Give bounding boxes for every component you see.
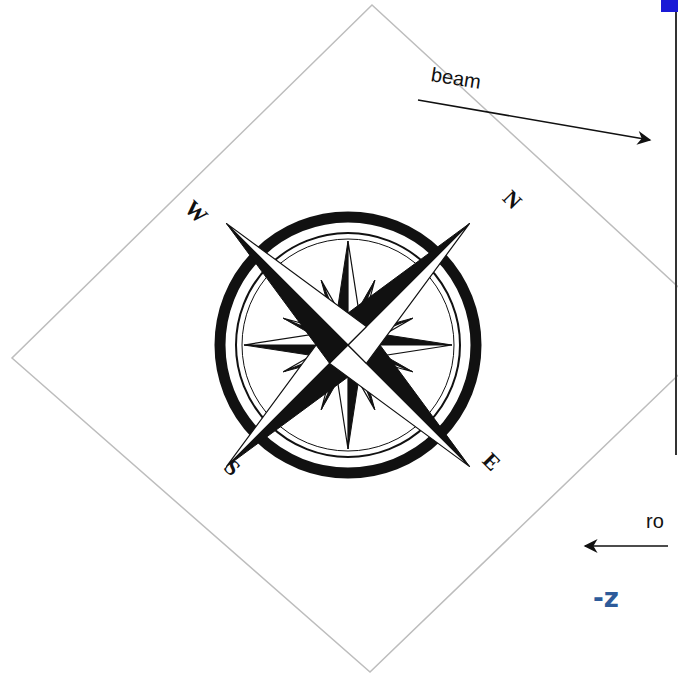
compass-rose: [220, 217, 476, 473]
axis-arrow: [585, 545, 668, 547]
blue-bar: [661, 0, 678, 12]
panel-edge: [675, 12, 677, 455]
axis-label: ro: [646, 511, 664, 531]
diamond-card: [12, 5, 678, 672]
beam-arrow: [418, 100, 650, 140]
axis-name: -z: [593, 585, 619, 611]
